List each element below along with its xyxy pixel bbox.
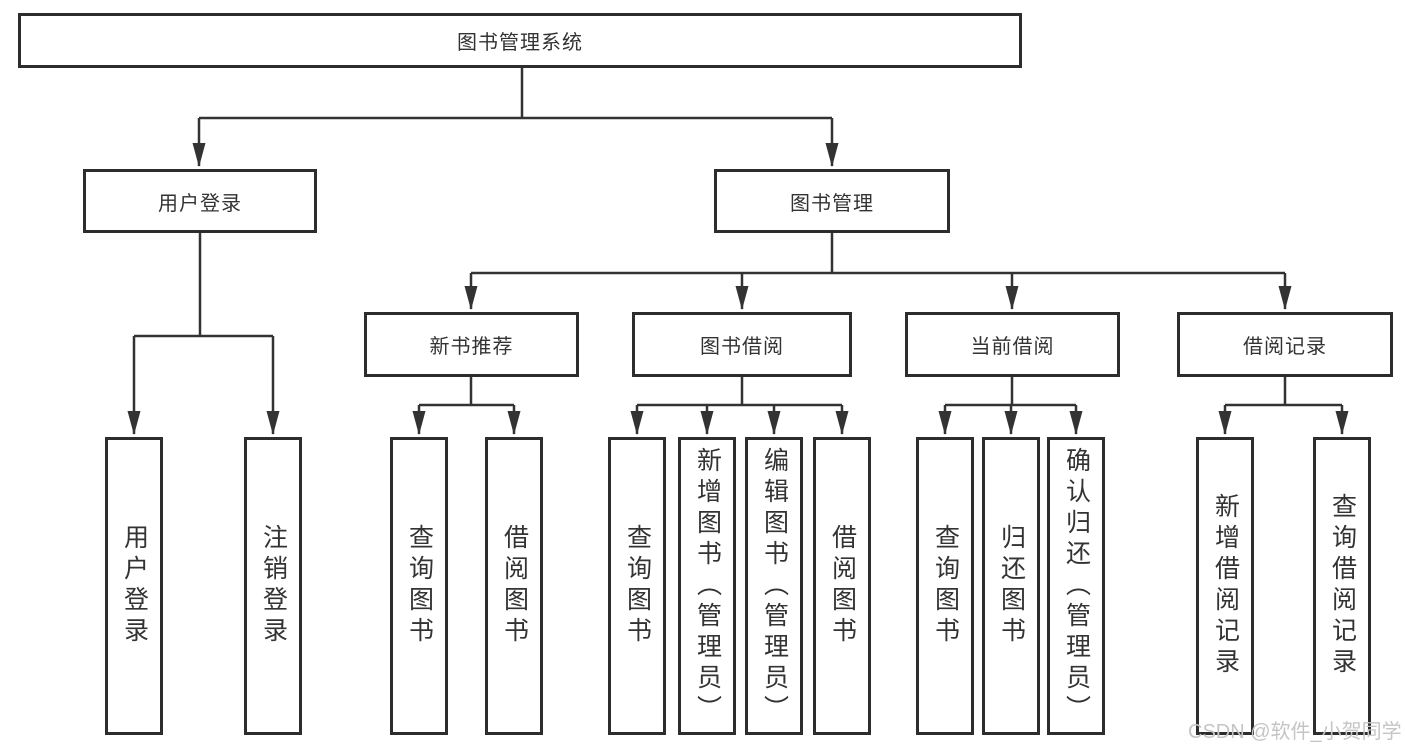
node-confirm-return-admin-label: 确认归还（管理员） [1062,446,1091,726]
node-book-borrowing-label: 图书借阅 [700,336,784,358]
node-query-books-borrowing: 查询图书 [608,437,666,735]
node-library-management-system: 图书管理系统 [18,13,1022,68]
node-borrowing-records-label: 借阅记录 [1243,336,1327,358]
node-add-books-admin-label: 新增图书（管理员） [693,446,722,726]
node-current-borrowing-label: 当前借阅 [970,336,1055,358]
node-query-books-current-label: 查询图书 [931,524,960,648]
node-user-login: 用户登录 [83,169,317,233]
node-query-books-recommend: 查询图书 [390,437,448,735]
node-book-management: 图书管理 [714,169,950,233]
node-library-management-system-label: 图书管理系统 [457,32,583,54]
node-edit-books-admin-label: 编辑图书（管理员） [760,446,789,726]
node-borrow-books-borrowing: 借阅图书 [813,437,871,735]
node-user-login-leaf: 用户登录 [105,437,163,735]
node-logout-leaf-label: 注销登录 [259,524,288,648]
node-user-login-label: 用户登录 [158,192,242,215]
node-borrow-books-recommend-label: 借阅图书 [500,524,529,648]
node-return-books: 归还图书 [982,437,1040,735]
node-user-login-leaf-label: 用户登录 [120,524,149,648]
node-book-management-label: 图书管理 [790,192,874,215]
node-edit-books-admin: 编辑图书（管理员） [745,437,803,735]
node-borrow-books-borrowing-label: 借阅图书 [828,524,857,648]
node-query-books-borrowing-label: 查询图书 [623,524,652,648]
node-confirm-return-admin: 确认归还（管理员） [1047,437,1105,735]
node-query-borrow-record: 查询借阅记录 [1313,437,1371,735]
node-borrowing-records: 借阅记录 [1177,312,1393,377]
node-add-borrow-record-label: 新增借阅记录 [1211,493,1240,679]
node-add-borrow-record: 新增借阅记录 [1196,437,1254,735]
node-query-books-current: 查询图书 [916,437,974,735]
node-book-borrowing: 图书借阅 [632,312,852,377]
node-borrow-books-recommend: 借阅图书 [485,437,543,735]
node-query-borrow-record-label: 查询借阅记录 [1328,493,1357,679]
node-logout-leaf: 注销登录 [244,437,302,735]
node-new-book-recommendation: 新书推荐 [364,312,579,377]
node-add-books-admin: 新增图书（管理员） [678,437,736,735]
node-new-book-recommendation-label: 新书推荐 [429,336,514,358]
node-return-books-label: 归还图书 [997,524,1026,648]
node-current-borrowing: 当前借阅 [905,312,1120,377]
watermark: CSDN @软件_小贺同学 [1188,721,1402,743]
node-query-books-recommend-label: 查询图书 [405,524,434,648]
